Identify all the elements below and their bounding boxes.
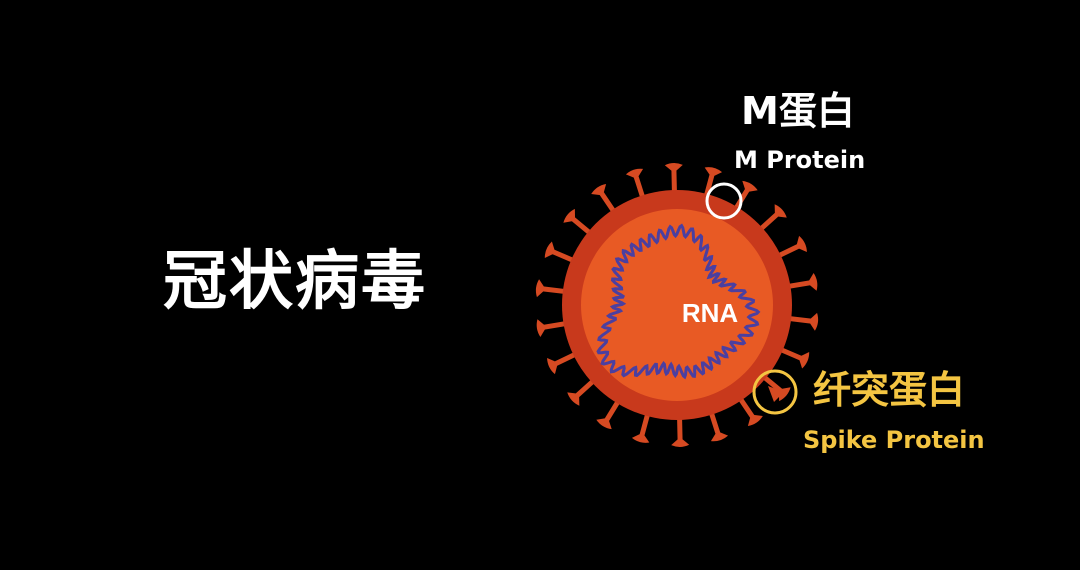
spike-protein-sample [768, 386, 784, 402]
m-protein-label-cn: M蛋白 [741, 89, 855, 133]
m-protein-marker [705, 182, 743, 220]
rna-label: RNA [682, 298, 739, 328]
spike-protein-label-en: Spike Protein [803, 426, 985, 454]
m-protein-label-en: M Protein [734, 146, 866, 174]
spike-protein-label-cn: 纤突蛋白 [813, 368, 966, 412]
rna-strand [596, 223, 761, 380]
page-title: 冠状病毒 [163, 245, 427, 319]
spike-protein-marker [752, 369, 798, 415]
